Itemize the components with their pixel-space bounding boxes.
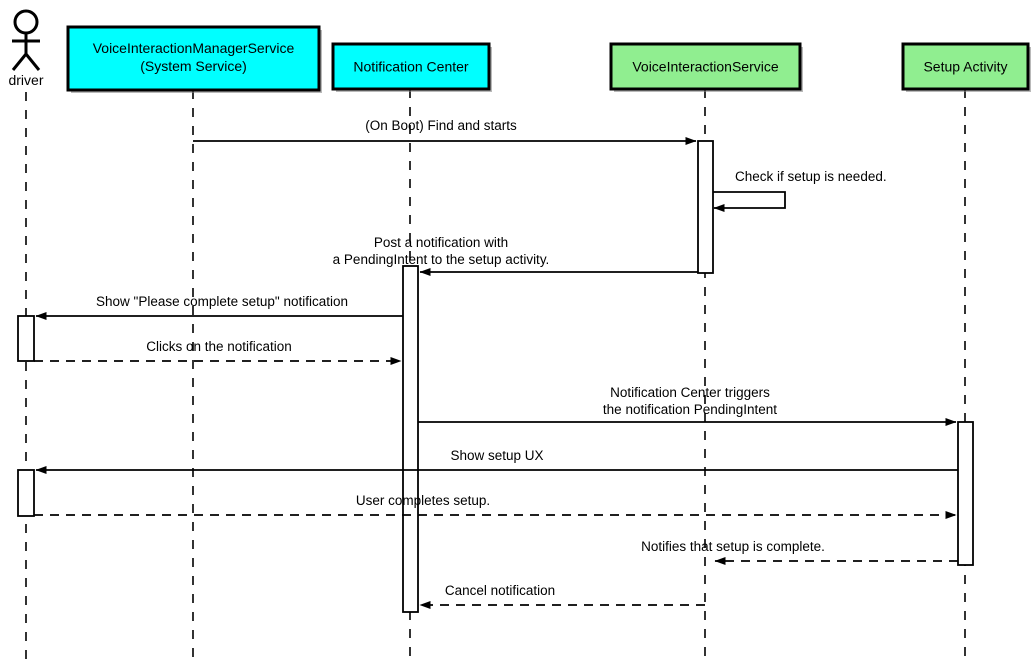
participant-heads-group: driver VoiceInteractionManagerService (Sys…	[8, 9, 1031, 93]
message-label-line1: Cancel notification	[445, 583, 555, 598]
message-label-line1: (On Boot) Find and starts	[365, 118, 517, 133]
box-fill	[609, 42, 802, 91]
message-m1[interactable]: (On Boot) Find and starts	[193, 118, 697, 145]
message-label-line1: User completes setup.	[356, 493, 490, 508]
actor-driver[interactable]: driver	[8, 9, 44, 88]
message-label-line1: Show "Please complete setup" notificatio…	[96, 294, 348, 309]
message-m2[interactable]: Check if setup is needed.	[713, 169, 887, 212]
participant-label-line2: (System Service)	[140, 58, 247, 74]
message-label-line2: the notification PendingIntent	[603, 402, 777, 417]
box-fill	[901, 42, 1030, 91]
message-m7[interactable]: Show setup UX	[35, 448, 958, 474]
stick-figure-icon	[11, 9, 41, 71]
box-fill	[331, 42, 491, 91]
participant-label-line1: VoiceInteractionService	[632, 59, 779, 75]
participant-box-vims[interactable]: VoiceInteractionManagerService (System Se…	[66, 25, 322, 93]
box-fill	[66, 25, 321, 92]
participant-box-vis[interactable]: VoiceInteractionService	[609, 42, 803, 92]
message-label-line1: Notifies that setup is complete.	[641, 539, 825, 554]
message-m8[interactable]: User completes setup.	[34, 493, 957, 519]
message-label-line1: Clicks on the notification	[146, 339, 292, 354]
message-m5[interactable]: Clicks on the notification	[34, 339, 402, 365]
message-m6[interactable]: Notification Center triggers the notifica…	[418, 385, 957, 426]
participant-box-setupactivity[interactable]: Setup Activity	[901, 42, 1031, 92]
message-arrow	[713, 191, 786, 212]
participant-box-notifcenter[interactable]: Notification Center	[331, 42, 492, 92]
activation-bar-driver	[17, 315, 35, 362]
message-m3[interactable]: Post a notification with a PendingIntent …	[333, 235, 698, 276]
message-m4[interactable]: Show "Please complete setup" notificatio…	[35, 294, 403, 320]
message-label-line1: Check if setup is needed.	[735, 169, 887, 184]
message-label-line2: a PendingIntent to the setup activity.	[333, 252, 550, 267]
message-label-line1: Post a notification with	[374, 235, 508, 250]
participant-label-line1: Notification Center	[353, 59, 469, 75]
message-label-line1: Notification Center triggers	[610, 385, 770, 400]
activation-bar-vis	[697, 140, 714, 274]
participant-label-line1: VoiceInteractionManagerService	[93, 40, 295, 56]
activation-bar-driver	[17, 469, 35, 517]
actor-label: driver	[8, 72, 43, 88]
message-label-line1: Show setup UX	[450, 448, 543, 463]
activation-bar-notifcenter	[402, 265, 419, 613]
message-m9[interactable]: Notifies that setup is complete.	[641, 539, 958, 565]
activation-bars-group	[17, 140, 974, 613]
participant-label-line1: Setup Activity	[923, 59, 1007, 75]
activation-bar-setupactivity	[957, 421, 974, 566]
message-m10[interactable]: Cancel notification	[419, 583, 705, 609]
